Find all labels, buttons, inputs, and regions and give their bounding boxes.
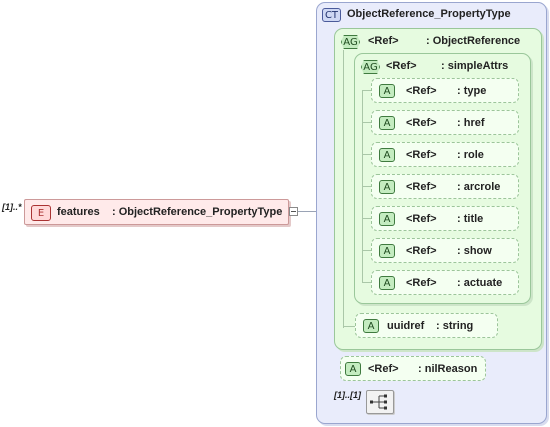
attribute-ref: <Ref> [406, 244, 437, 257]
attribute-group-name: : simpleAttrs [441, 60, 509, 72]
collapse-toggle-icon[interactable] [289, 207, 298, 216]
root-element-type: : ObjectReference_PropertyType [112, 206, 283, 218]
root-element-multiplicity: [1]..* [2, 202, 22, 212]
attribute-ref: <Ref> [406, 180, 437, 193]
attribute-badge-icon: A [379, 148, 395, 162]
attribute-name: : type [457, 84, 487, 97]
connector-ag-v [343, 50, 344, 328]
connector-root-h [289, 211, 325, 212]
attribute-ref: <Ref> [406, 84, 437, 97]
attribute-group-ref: <Ref> [368, 35, 399, 47]
attribute-nilreason[interactable]: A <Ref> : nilReason [340, 356, 486, 381]
attribute-name: : title [457, 212, 484, 225]
attribute-ref: <Ref> [406, 212, 437, 225]
attribute-badge-icon: A [379, 244, 395, 258]
connector-attr-tick [362, 122, 371, 123]
connector-attr-tick [362, 218, 371, 219]
connector-uuid-tick [343, 326, 355, 327]
root-element-name: features [57, 206, 100, 218]
attribute-group-badge-icon: AG [341, 35, 360, 49]
sequence-compositor[interactable] [366, 390, 394, 414]
attribute-role[interactable]: A <Ref> : role [371, 142, 519, 167]
attribute-group-badge-icon: AG [361, 60, 380, 74]
attribute-name: : show [457, 244, 492, 257]
attribute-name: uuidref [387, 319, 425, 332]
attribute-show[interactable]: A <Ref> : show [371, 238, 519, 263]
sequence-multiplicity: [1]..[1] [334, 390, 361, 400]
attribute-group-name: : ObjectReference [426, 35, 521, 47]
attribute-name: : nilReason [418, 362, 478, 375]
sequence-icon [370, 394, 387, 410]
connector-attr-tick [362, 154, 371, 155]
attribute-ref: <Ref> [406, 116, 437, 129]
attribute-badge-icon: A [379, 180, 395, 194]
attribute-arcrole[interactable]: A <Ref> : arcrole [371, 174, 519, 199]
connector-attr-tick [362, 186, 371, 187]
root-element-features[interactable]: E features : ObjectReference_PropertyTyp… [24, 199, 289, 225]
attribute-badge-icon: A [379, 212, 395, 226]
attribute-badge-icon: A [345, 362, 361, 376]
attribute-badge-icon: A [379, 276, 395, 290]
complex-type-title: ObjectReference_PropertyType [347, 8, 511, 20]
attribute-ref: <Ref> [368, 362, 399, 375]
connector-attr-tick [362, 90, 371, 91]
attribute-actuate[interactable]: A <Ref> : actuate [371, 270, 519, 295]
complex-type-badge-icon: CT [322, 8, 341, 22]
attribute-name: : href [457, 116, 485, 129]
attribute-href[interactable]: A <Ref> : href [371, 110, 519, 135]
attribute-group-ref: <Ref> [386, 60, 417, 72]
attribute-name: : arcrole [457, 180, 501, 193]
attribute-type[interactable]: A <Ref> : type [371, 78, 519, 103]
attribute-name: : role [457, 148, 484, 161]
attribute-badge-icon: A [363, 319, 379, 333]
attribute-badge-icon: A [379, 84, 395, 98]
attribute-ref: <Ref> [406, 276, 437, 289]
element-badge-icon: E [31, 205, 51, 221]
connector-attr-tick [362, 250, 371, 251]
attribute-ref: <Ref> [406, 148, 437, 161]
attribute-uuidref[interactable]: A uuidref : string [355, 313, 498, 338]
attribute-badge-icon: A [379, 116, 395, 130]
attribute-title[interactable]: A <Ref> : title [371, 206, 519, 231]
attribute-type: : string [436, 319, 474, 332]
connector-attr-tick [362, 282, 371, 283]
attribute-name: : actuate [457, 276, 503, 289]
